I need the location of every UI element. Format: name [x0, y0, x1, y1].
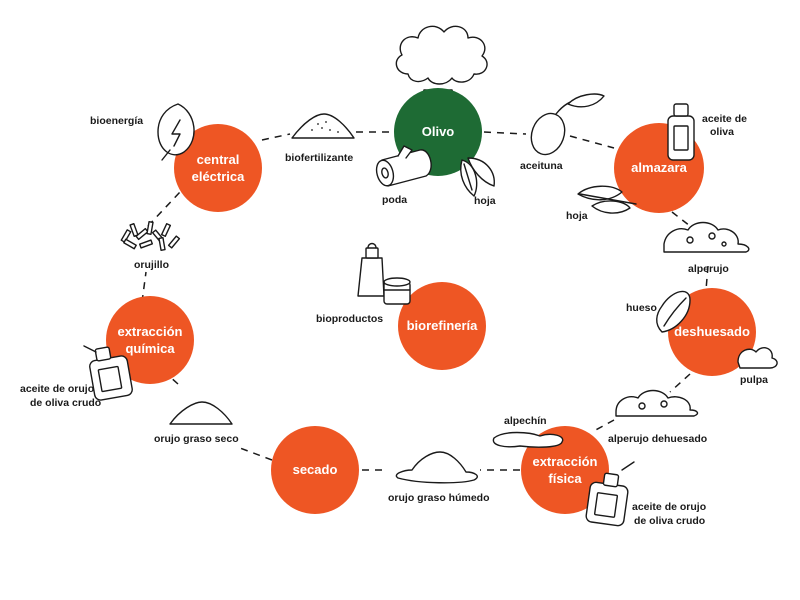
node-secado-label: secado	[293, 462, 338, 477]
label-orujo-graso-humedo: orujo graso húmedo	[388, 492, 490, 504]
node-central-electrica-label-2: eléctrica	[192, 169, 246, 184]
pulp-icon	[737, 347, 778, 369]
alperujo-icon	[615, 389, 699, 417]
label-aceite-orujo-quimica-2: de oliva crudo	[30, 397, 101, 409]
label-orujo-graso-seco: orujo graso seco	[154, 433, 239, 445]
node-deshuesado-label: deshuesado	[674, 324, 750, 339]
powder-pile-icon	[395, 451, 478, 484]
bottle-icon	[667, 103, 695, 161]
powder-pile-icon	[169, 401, 233, 425]
leaves-icon	[460, 157, 495, 197]
label-poda: poda	[382, 194, 407, 206]
leaves-icon	[577, 185, 637, 214]
node-extraccion-fisica-label-1: extracción	[532, 454, 597, 469]
bottle-icon	[83, 345, 133, 401]
node-almazara-label: almazara	[631, 160, 687, 175]
label-orujillo: orujillo	[134, 259, 169, 271]
pit-icon	[656, 290, 691, 333]
label-aceite-orujo-fisica-2: de oliva crudo	[634, 515, 705, 527]
label-hueso: hueso	[626, 302, 657, 314]
node-central-electrica[interactable]	[174, 124, 262, 212]
pellets-icon	[120, 221, 181, 251]
puddle-icon	[492, 431, 564, 448]
node-olivo-label: Olivo	[422, 124, 455, 139]
label-bioenergia: bioenergía	[90, 115, 143, 127]
label-aceituna: aceituna	[520, 160, 563, 172]
node-extraccion-quimica-label-1: extracción	[117, 324, 182, 339]
log-icon	[375, 145, 432, 187]
label-alperujo: alperujo	[688, 263, 729, 275]
label-alpechin: alpechín	[504, 415, 547, 427]
node-biorefineria[interactable]	[398, 282, 486, 370]
label-biofertilizante: biofertilizante	[285, 152, 353, 164]
label-hoja-almazara: hoja	[566, 210, 588, 222]
node-biorefineria-label: biorefinería	[407, 318, 479, 333]
label-hoja-olivo: hoja	[474, 195, 496, 207]
label-aceite-orujo-fisica-1: aceite de orujo	[632, 501, 706, 513]
node-central-electrica-label-1: central	[197, 152, 240, 167]
node-deshuesado[interactable]	[668, 288, 756, 376]
alperujo-icon	[663, 221, 750, 253]
leaf-energy-icon	[157, 103, 195, 161]
label-aceite-oliva-2: oliva	[710, 126, 734, 138]
label-alperujo-deshuesado: alperujo dehuesado	[608, 433, 707, 445]
node-extraccion-fisica[interactable]	[521, 426, 609, 514]
label-bioproductos: bioproductos	[316, 313, 383, 325]
node-secado[interactable]	[271, 426, 359, 514]
cosmetics-icon	[357, 242, 411, 305]
powder-pile-icon	[291, 113, 355, 139]
node-extraccion-quimica-label-2: química	[125, 341, 175, 356]
label-aceite-oliva-1: aceite de	[702, 113, 747, 125]
olive-icon	[530, 93, 605, 156]
label-pulpa: pulpa	[740, 374, 768, 386]
node-extraccion-fisica-label-2: física	[548, 471, 582, 486]
cycle-connections	[141, 131, 709, 471]
bottle-icon	[585, 461, 635, 527]
label-aceite-orujo-quimica-1: aceite de orujo	[20, 383, 94, 395]
